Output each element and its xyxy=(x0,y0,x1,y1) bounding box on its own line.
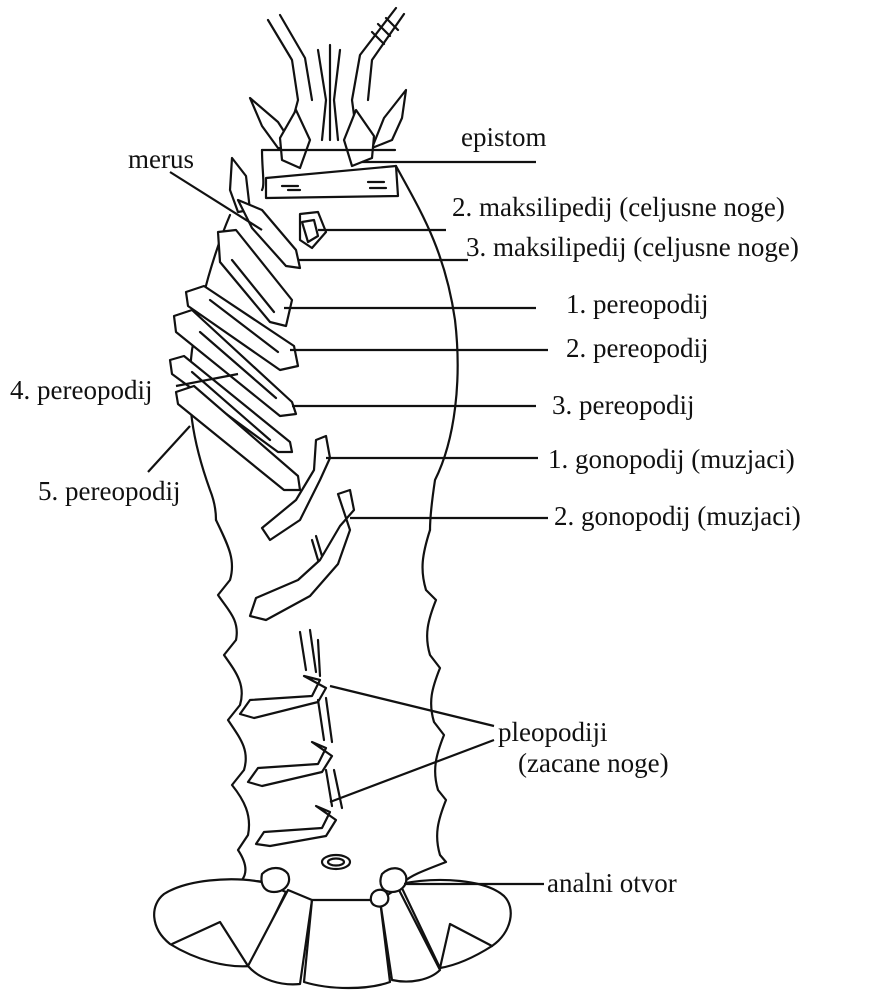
label-maksilipedij-3: 3. maksilipedij (celjusne noge) xyxy=(466,232,799,262)
label-analni-otvor: analni otvor xyxy=(547,868,677,898)
label-merus: merus xyxy=(128,144,194,174)
head xyxy=(250,90,406,198)
pleopods xyxy=(240,630,342,846)
label-pereopodij-2: 2. pereopodij xyxy=(566,333,708,363)
leader-pleopodiji-b xyxy=(330,740,494,802)
label-epistom: epistom xyxy=(461,122,547,152)
label-pereopodij-1: 1. pereopodij xyxy=(566,289,708,319)
label-pereopodij-4: 4. pereopodij xyxy=(10,375,152,405)
label-maksilipedij-2: 2. maksilipedij (celjusne noge) xyxy=(452,192,785,222)
label-pleopodiji: pleopodiji xyxy=(498,717,608,747)
leader-pereopodij-5 xyxy=(148,426,190,472)
anal-opening xyxy=(322,855,350,869)
tail-fan xyxy=(154,855,511,988)
label-pereopodij-5: 5. pereopodij xyxy=(38,476,180,506)
leader-pleopodiji-a xyxy=(330,686,494,726)
label-pleopodiji-sub: (zacane noge) xyxy=(518,748,669,778)
label-gonopodij-1: 1. gonopodij (muzjaci) xyxy=(548,444,795,474)
labels: epistom merus 2. maksilipedij (celjusne … xyxy=(10,122,801,898)
label-pereopodij-3: 3. pereopodij xyxy=(552,390,694,420)
label-gonopodij-2: 2. gonopodij (muzjaci) xyxy=(554,501,801,531)
pereopods xyxy=(170,230,300,490)
